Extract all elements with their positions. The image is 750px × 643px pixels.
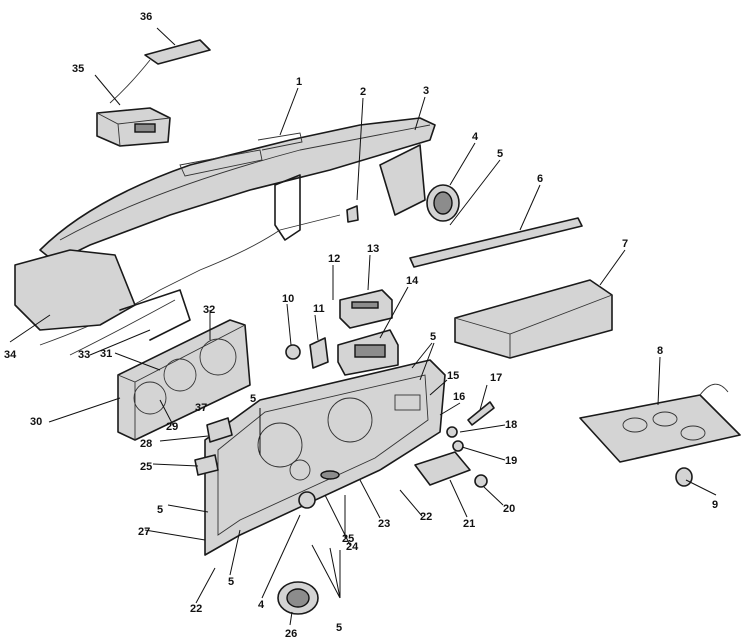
callout-8: 9 xyxy=(712,499,718,511)
leader-lines xyxy=(9,27,717,626)
part-27-bezel xyxy=(204,359,446,556)
callout-17: 17 xyxy=(490,372,502,384)
part-17-lighter xyxy=(467,401,495,426)
callout-31: 27 xyxy=(138,526,150,538)
callout-27: 26 xyxy=(285,628,297,640)
callout-39: 33 xyxy=(78,349,90,361)
callout-19: 19 xyxy=(505,455,517,467)
callout-40: 34 xyxy=(4,349,17,361)
callout-23: 23 xyxy=(378,518,390,530)
part-34-bracket xyxy=(119,289,191,341)
callout-25: 25 xyxy=(342,533,354,545)
callout-36: 30 xyxy=(30,416,42,428)
callout-41: 35 xyxy=(72,63,84,75)
callout-4: 5 xyxy=(497,148,503,160)
callout-28: 4 xyxy=(258,599,265,611)
part-36-radio xyxy=(96,59,171,147)
part-31-cluster-housing xyxy=(117,319,251,441)
part-8-lower-panel xyxy=(579,383,741,463)
callout-22: 22 xyxy=(420,511,432,523)
callout-33: 25 xyxy=(140,461,152,473)
part-35-left-panel xyxy=(14,249,136,331)
part-3-end-cap xyxy=(379,144,426,216)
callout-24: 24 xyxy=(346,541,359,553)
callout-35: 29 xyxy=(166,421,178,433)
part-1-dash-pad xyxy=(39,117,436,263)
callout-21: 21 xyxy=(463,518,475,530)
callout-29: 5 xyxy=(228,576,234,588)
part-19-socket xyxy=(452,440,464,452)
callout-7: 8 xyxy=(657,345,663,357)
callout-20: 20 xyxy=(503,503,515,515)
part-20-knob xyxy=(474,474,488,488)
part-26-grommet xyxy=(298,491,316,509)
callout-14: 5 xyxy=(430,331,436,343)
callout-1: 2 xyxy=(360,86,366,98)
callout-37: 31 xyxy=(100,348,112,360)
part-2-clip xyxy=(346,205,359,223)
callout-34: 28 xyxy=(140,438,152,450)
callout-43: 37 xyxy=(195,402,207,414)
callout-16: 16 xyxy=(453,391,465,403)
part-10-bulb xyxy=(285,344,301,360)
callout-0: 1 xyxy=(296,76,302,88)
part-18-bulb xyxy=(446,426,458,438)
callout-2: 3 xyxy=(423,85,429,97)
part-4-vent-right xyxy=(426,184,460,222)
callout-9: 10 xyxy=(282,293,294,305)
callout-10: 11 xyxy=(313,303,325,315)
part-2-bracket xyxy=(274,174,301,241)
part-28-clip xyxy=(194,454,219,476)
wiring-harness-b xyxy=(69,299,176,356)
wiring-harness xyxy=(39,214,341,346)
part-11-switch xyxy=(309,337,329,369)
callout-32: 5 xyxy=(157,504,163,516)
callout-26: 5 xyxy=(336,622,342,634)
part-9-knob xyxy=(675,467,693,487)
callout-15: 15 xyxy=(447,370,459,382)
callout-42: 36 xyxy=(140,11,152,23)
callout-18: 18 xyxy=(505,419,517,431)
callout-6: 7 xyxy=(622,238,628,250)
part-37-cover xyxy=(144,39,211,65)
part-13-switch-module xyxy=(339,289,393,329)
callout-3: 4 xyxy=(472,131,479,143)
callout-44: 5 xyxy=(250,393,256,405)
part-6-trim-strip xyxy=(409,217,583,268)
callout-38: 32 xyxy=(203,304,215,316)
part-21-ashtray xyxy=(414,451,471,486)
part-4-vent-left xyxy=(277,581,319,615)
part-7-glove-box xyxy=(454,279,613,359)
callout-5: 6 xyxy=(537,173,543,185)
callout-30: 22 xyxy=(190,603,202,615)
part-29-clip xyxy=(206,417,233,443)
part-14-heater-control xyxy=(337,329,399,376)
callout-12: 13 xyxy=(367,243,379,255)
callout-13: 14 xyxy=(406,275,419,287)
callout-11: 12 xyxy=(328,253,340,265)
